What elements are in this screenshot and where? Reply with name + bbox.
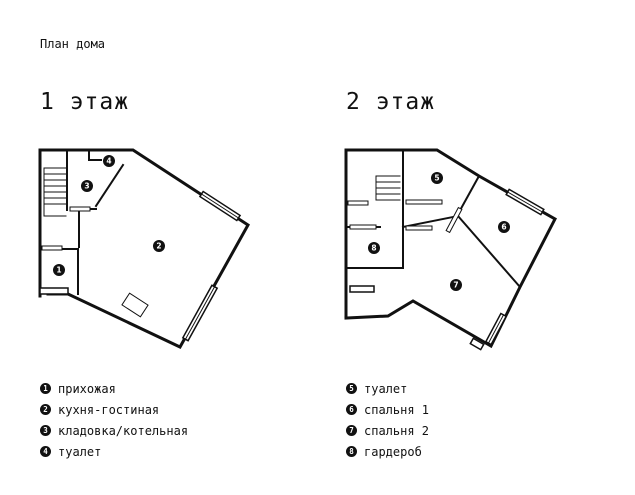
legend-number-badge: 7 — [346, 425, 357, 436]
legend-floor2: 5 туалет 6 спальня 1 7 спальня 2 8 гарде… — [346, 378, 429, 462]
room-marker-2: 2 — [153, 240, 165, 252]
legend-number-badge: 3 — [40, 425, 51, 436]
floor2-door-wardrobe — [349, 224, 377, 230]
legend-number-badge: 6 — [346, 404, 357, 415]
floor2-door-stair — [347, 200, 369, 206]
page-title: План дома — [40, 37, 106, 51]
room-marker-1-label: 1 — [56, 266, 61, 275]
legend-item: 4 туалет — [40, 441, 188, 462]
legend-item: 8 гардероб — [346, 441, 429, 462]
floor1-title: 1 этаж — [40, 89, 130, 115]
legend-number-badge: 5 — [346, 383, 357, 394]
floor2-wall-bed1-mid — [401, 214, 460, 229]
floor1-window-top — [198, 190, 242, 222]
floor2-door-wardrobe-low — [349, 285, 375, 293]
room-marker-7: 7 — [450, 279, 462, 291]
room-marker-7-label: 7 — [453, 281, 458, 290]
legend-label: гардероб — [364, 444, 422, 459]
legend-label: туалет — [58, 444, 102, 459]
floor2-door-toilet — [405, 199, 443, 205]
floor2-title: 2 этаж — [346, 89, 436, 115]
room-marker-6-label: 6 — [501, 223, 506, 232]
room-markers: 1 2 3 4 5 6 7 8 — [53, 155, 510, 291]
legend-item: 3 кладовка/котельная — [40, 420, 188, 441]
legend-number-badge: 1 — [40, 383, 51, 394]
floor2-stairs — [375, 175, 401, 201]
room-marker-4-label: 4 — [106, 157, 111, 166]
floor1-window-right — [181, 284, 219, 342]
floor1-door-storage — [69, 206, 91, 212]
room-marker-1: 1 — [53, 264, 65, 276]
floor1-wall-storage-diag — [94, 163, 125, 208]
floor1-door-entry — [39, 287, 69, 295]
floor1-outer-wall — [38, 148, 250, 349]
legend-item: 2 кухня-гостиная — [40, 399, 188, 420]
legend-label: кладовка/котельная — [58, 423, 189, 438]
legend-number-badge: 8 — [346, 446, 357, 457]
room-marker-5-label: 5 — [434, 174, 439, 183]
floor2-wall-toilet-diag — [456, 174, 481, 216]
legend-number-badge: 2 — [40, 404, 51, 415]
floor2-window-corner — [469, 337, 485, 351]
floor2-window-right — [484, 312, 508, 346]
floor2-plan — [344, 148, 557, 351]
room-marker-8: 8 — [368, 242, 380, 254]
room-marker-3-label: 3 — [84, 182, 89, 191]
legend-label: туалет — [364, 381, 408, 396]
floor2-door-bed2 — [405, 225, 433, 231]
room-marker-4: 4 — [103, 155, 115, 167]
legend-item: 5 туалет — [346, 378, 429, 399]
floor2-wall-bed1-low — [456, 214, 522, 289]
floor2-door-bed1 — [445, 206, 463, 234]
floor1-plan — [38, 148, 250, 349]
legend-item: 1 прихожая — [40, 378, 188, 399]
legend-item: 7 спальня 2 — [346, 420, 429, 441]
legend-number-badge: 4 — [40, 446, 51, 457]
floor1-door-hall — [41, 245, 63, 251]
legend-label: спальня 2 — [364, 423, 430, 438]
room-marker-3: 3 — [81, 180, 93, 192]
room-marker-5: 5 — [431, 172, 443, 184]
room-marker-6: 6 — [498, 221, 510, 233]
floor1-kitchen-island — [121, 292, 149, 318]
room-marker-2-label: 2 — [156, 242, 161, 251]
room-marker-8-label: 8 — [371, 244, 376, 253]
floor2-outer-wall — [344, 148, 557, 349]
legend-floor1: 1 прихожая 2 кухня-гостиная 3 кладовка/к… — [40, 378, 188, 462]
legend-label: прихожая — [58, 381, 116, 396]
floor2-window-top — [505, 188, 545, 216]
legend-label: кухня-гостиная — [58, 402, 160, 417]
floor1-stairs — [43, 167, 67, 217]
legend-item: 6 спальня 1 — [346, 399, 429, 420]
legend-label: спальня 1 — [364, 402, 430, 417]
